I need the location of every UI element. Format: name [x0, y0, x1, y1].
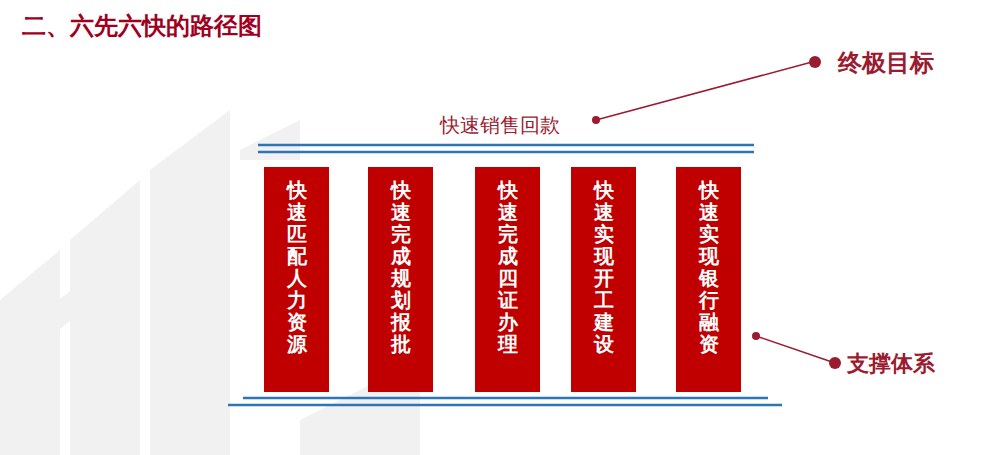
pillar-box: 快速实现开工建设: [571, 167, 636, 392]
callout-label: 终极目标: [838, 47, 934, 79]
pillar-text: 快速实现银行融资: [699, 179, 719, 355]
pillar-text: 快速实现开工建设: [594, 179, 614, 355]
watermark-buildings: [0, 110, 420, 455]
pillar-box: 快速实现银行融资: [676, 167, 741, 392]
portico-lines: [228, 145, 782, 405]
goal-text: 快速销售回款: [440, 112, 560, 139]
pillar-box: 快速完成四证办理: [475, 167, 540, 392]
page-title: 二、六先六快的路径图: [22, 10, 262, 42]
pillar-box: 快速完成规划报批: [368, 167, 433, 392]
pillar-text: 快速完成四证办理: [498, 179, 518, 355]
pillar-text: 快速匹配人力资源: [287, 179, 307, 355]
pillar-text: 快速完成规划报批: [391, 179, 411, 355]
pillar-box: 快速匹配人力资源: [264, 167, 329, 392]
callout-label: 支撑体系: [847, 349, 935, 379]
